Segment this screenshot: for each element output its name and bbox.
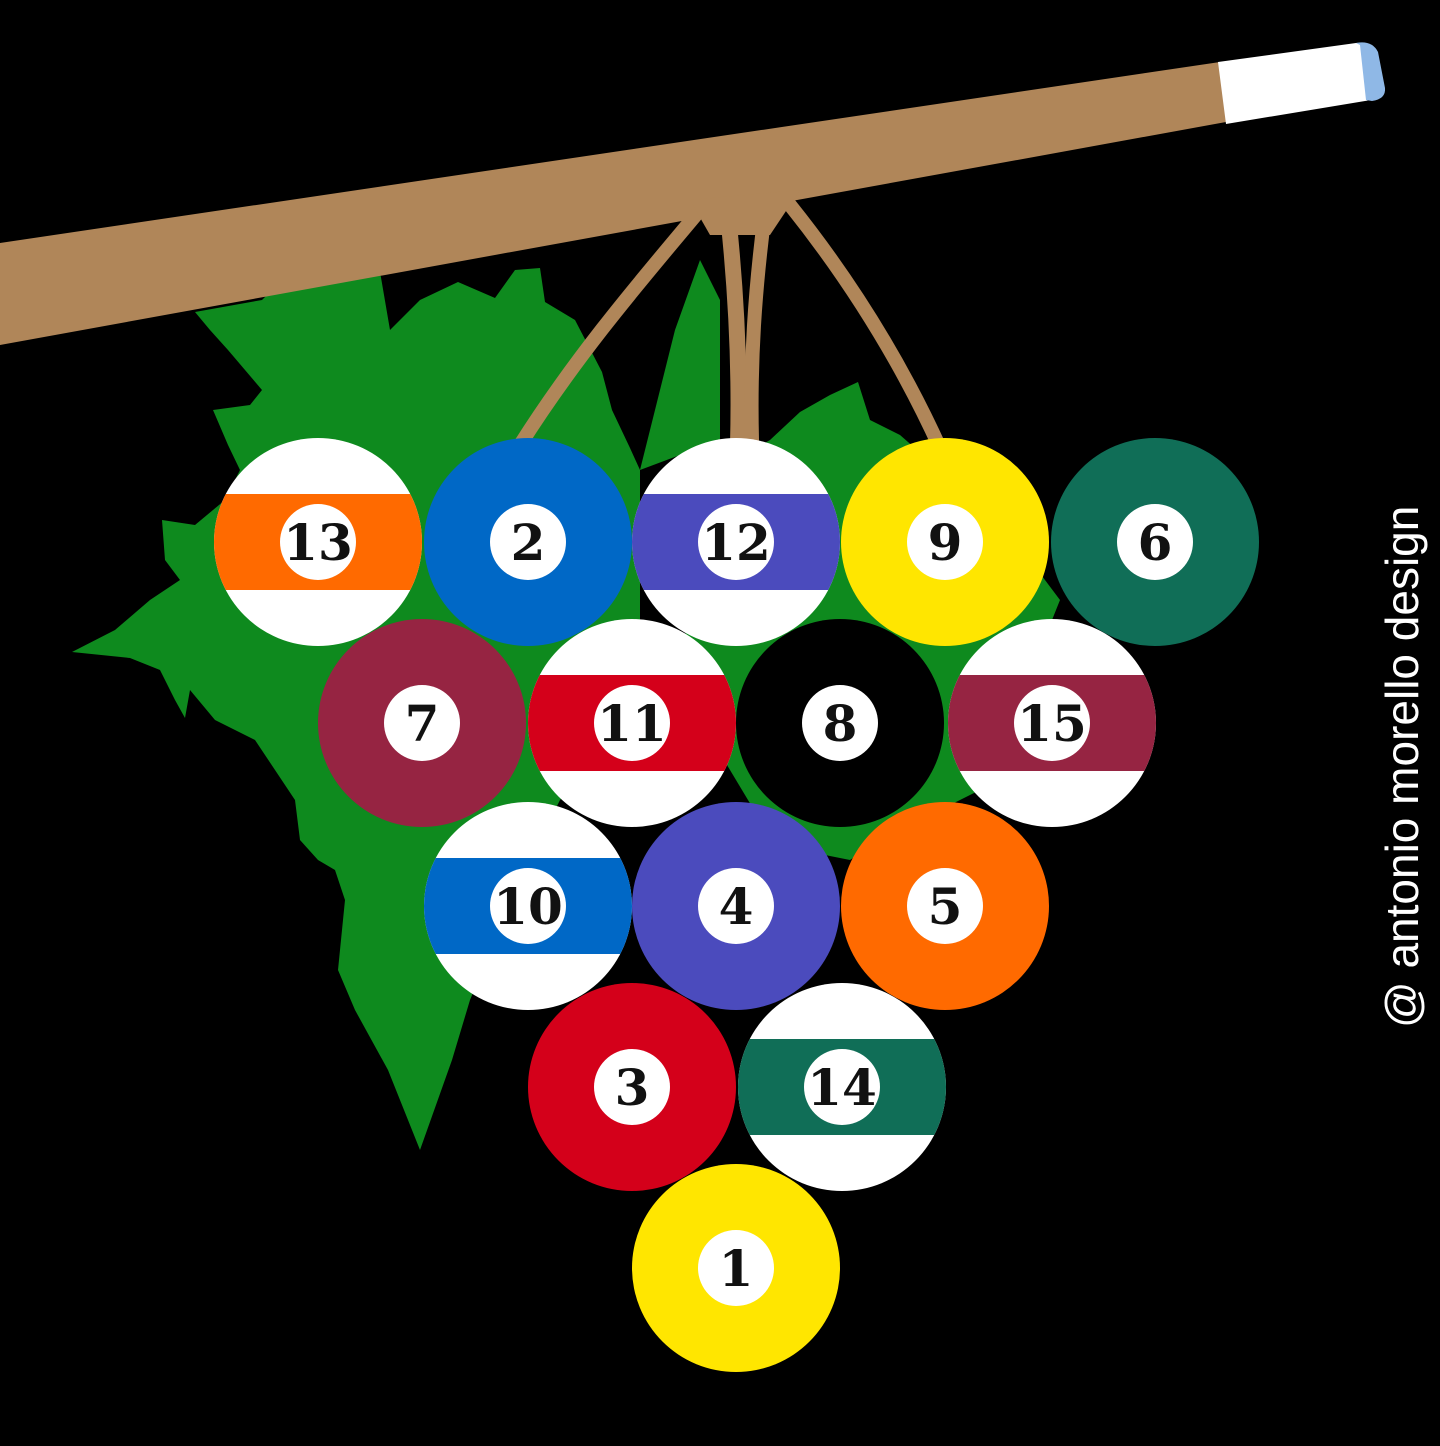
number-disc [384, 685, 460, 761]
ball-number: 2 [511, 513, 546, 572]
ball-number: 3 [615, 1058, 650, 1117]
credit-text: @ antonio morello design [1376, 506, 1428, 1028]
grape-stems [513, 190, 947, 455]
number-disc [804, 1049, 880, 1125]
ball-number: 10 [493, 877, 563, 936]
ball-10: 10 [424, 802, 632, 1010]
ball-6: 6 [1051, 438, 1259, 646]
ball-number: 14 [807, 1058, 877, 1117]
ball-4: 4 [632, 802, 840, 1010]
ball-1: 1 [632, 1164, 840, 1372]
stem-to-ball-2 [513, 203, 707, 452]
ball-5: 5 [841, 802, 1049, 1010]
ball-9: 9 [841, 438, 1049, 646]
stem-to-ball-12 [720, 207, 747, 453]
number-disc [1014, 685, 1090, 761]
number-disc [594, 685, 670, 761]
stem-to-ball-9 [783, 198, 947, 455]
number-disc [698, 504, 774, 580]
number-disc [802, 685, 878, 761]
ball-number: 9 [928, 513, 963, 572]
number-disc [594, 1049, 670, 1125]
cue-shaft [0, 62, 1226, 345]
stem-junction [690, 190, 800, 235]
ball-number: 5 [928, 877, 963, 936]
ball-number: 1 [719, 1239, 754, 1298]
ball-number: 7 [405, 694, 440, 753]
cue-tip [1356, 42, 1386, 101]
number-disc [280, 504, 356, 580]
ball-12: 12 [632, 438, 840, 646]
cue-ferrule [1218, 42, 1373, 125]
ball-number: 13 [283, 513, 353, 572]
ball-number: 15 [1017, 694, 1087, 753]
ball-number: 12 [701, 513, 771, 572]
ball-number: 6 [1138, 513, 1173, 572]
ball-3: 3 [528, 983, 736, 1191]
ball-2: 2 [424, 438, 632, 646]
ball-number: 8 [823, 694, 858, 753]
number-disc [490, 868, 566, 944]
billiard-balls: 13 2 12 9 6 7 11 8 15 10 4 5 3 14 1 [214, 438, 1259, 1372]
ball-number: 11 [597, 694, 667, 753]
number-disc [1117, 504, 1193, 580]
ball-number: 4 [719, 877, 754, 936]
ball-8: 8 [736, 619, 944, 827]
stem-to-ball-9a [744, 205, 772, 447]
cue-stick [0, 42, 1386, 345]
number-disc [907, 868, 983, 944]
ball-14: 14 [738, 983, 946, 1191]
ball-15: 15 [948, 619, 1156, 827]
number-disc [698, 1230, 774, 1306]
number-disc [907, 504, 983, 580]
ball-13: 13 [214, 438, 422, 646]
number-disc [698, 868, 774, 944]
ball-11: 11 [528, 619, 736, 827]
number-disc [490, 504, 566, 580]
ball-7: 7 [318, 619, 526, 827]
